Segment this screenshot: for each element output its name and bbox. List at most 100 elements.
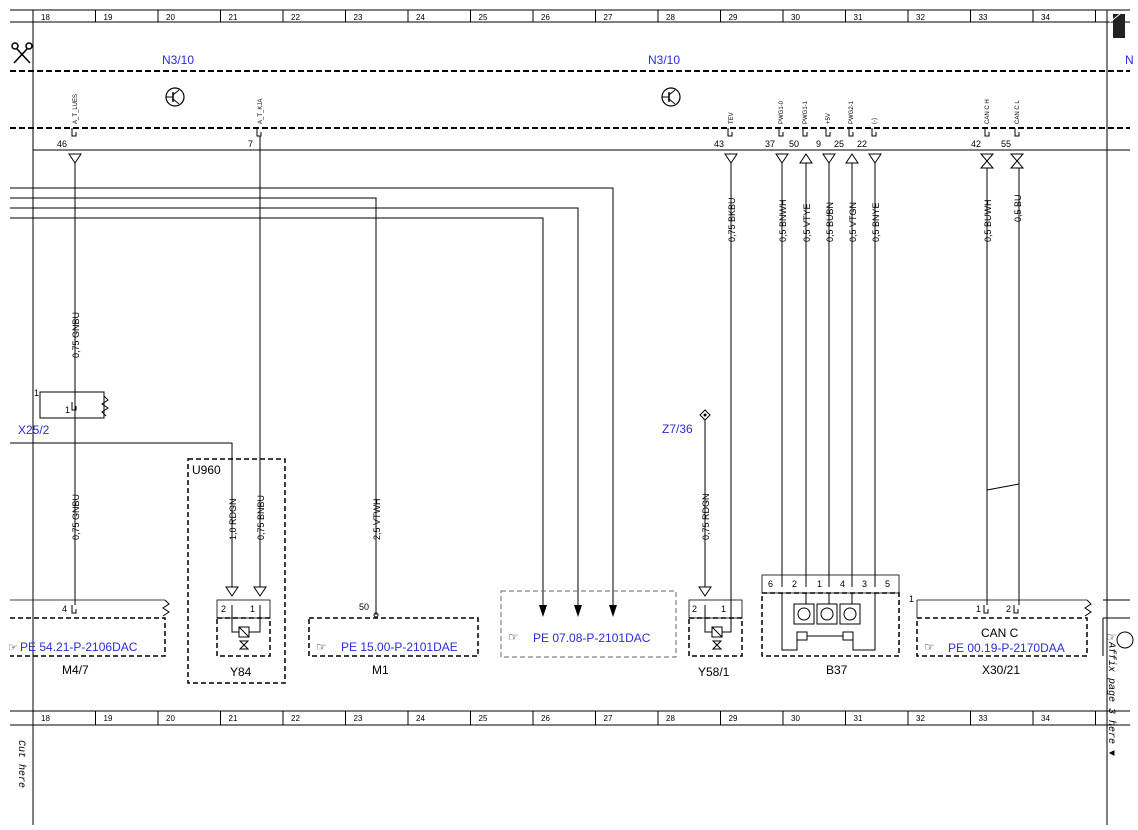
pin-number: 9 (816, 139, 821, 149)
u960-box (187, 458, 286, 684)
m4-7-label: M4/7 (62, 663, 89, 677)
wire-label: 1,0 RDGN (228, 498, 238, 540)
wire-label: 0,75 BKBU (727, 197, 737, 242)
m4-7-component: 4 ☞ PE 54.21-P-2106DAC M4/7 (8, 599, 170, 677)
x30-corner: 1 (909, 594, 914, 604)
wire-label: 2,5 VTWH (372, 498, 382, 540)
wire-label: 0,75 RDGN (701, 493, 711, 540)
x30-title: CAN C (981, 626, 1019, 640)
signal-labels: A_T_LUES A_T_KJA TEV PWG1-0 PWG1-1 +5V P… (73, 94, 1021, 124)
grid-column-label: 18 (41, 714, 50, 723)
grid-column-label: 30 (791, 714, 800, 723)
pin-number: 37 (765, 139, 775, 149)
x25-break-icon (101, 395, 109, 417)
signal-label: PWG2-1 (849, 100, 855, 124)
hand-pointer-icon: ☞ (1106, 630, 1117, 644)
y58-pin: 1 (721, 604, 726, 614)
u960-label: U960 (192, 463, 221, 477)
signal-label: PWG1-1 (803, 100, 809, 124)
wire-labels: 0,75 GNBU 0,75 GNBU 1,0 RDGN 0,75 BNBU 2… (71, 194, 1023, 540)
x25-pin: 1 (65, 405, 70, 415)
y84-label: Y84 (230, 665, 252, 679)
pin-terminals (71, 128, 1020, 137)
signal-label: (-) (872, 118, 878, 124)
y84-pin: 2 (221, 604, 226, 614)
break-icon (162, 599, 170, 617)
grid-column-label: 30 (791, 13, 800, 22)
signal-label: A_T_KJA (258, 99, 264, 124)
signal-label: CAN C L (1015, 100, 1021, 124)
m4-7-ref[interactable]: PE 54.21-P-2106DAC (20, 640, 138, 654)
grid-column-label: 32 (916, 13, 925, 22)
connector-n3-10-right: N3/10 (648, 53, 680, 67)
m1-label: M1 (372, 663, 389, 677)
wire-label: 0,75 GNBU (71, 312, 81, 358)
hand-pointer-icon: ☞ (316, 640, 327, 654)
pin-number: 42 (971, 139, 981, 149)
x25-label: X25/2 (18, 423, 50, 437)
pe0708-ref[interactable]: PE 07.08-P-2101DAC (533, 631, 651, 645)
y58-1-label: Y58/1 (698, 665, 730, 679)
signal-label: +5V (826, 113, 832, 124)
x30-21-label: X30/21 (982, 663, 1020, 677)
signal-arrows (68, 153, 1025, 169)
wire-label: 0,5 BUBN (825, 202, 835, 242)
grid-column-label: 24 (416, 714, 425, 723)
b37-component: 6 2 1 4 3 5 B37 (761, 574, 900, 677)
grid-column-label: 29 (729, 13, 738, 22)
wire-label: 0,5 VTYE (802, 203, 812, 242)
transistor-icon (661, 87, 681, 107)
m1-component: 50 ☞ PE 15.00-P-2101DAE M1 (308, 602, 479, 677)
wire-label: 0,75 GNBU (71, 494, 81, 540)
valve-icon (711, 640, 723, 650)
bus-arrowheads (539, 605, 617, 617)
wire-label: 0,5 BUWH (983, 199, 993, 242)
wire-label: 0,5 BU (1013, 194, 1023, 222)
page-mark-icon (1109, 13, 1125, 38)
hand-pointer-icon: ☞ (8, 642, 18, 654)
grid-column-label: 27 (604, 714, 613, 723)
wire-label: 0,5 BNYE (871, 202, 881, 242)
y84-component: 2 1 Y84 (216, 586, 271, 679)
transistor-icon (165, 87, 185, 107)
m1-ref[interactable]: PE 15.00-P-2101DAE (341, 640, 458, 654)
x25-pin: 1 (34, 388, 39, 398)
signal-label: A_T_LUES (73, 94, 79, 124)
signal-label: PWG1-0 (779, 100, 785, 124)
grid-column-label: 34 (1041, 714, 1050, 723)
grid-column-label: 24 (416, 13, 425, 22)
hand-pointer-icon: ☞ (508, 630, 519, 644)
x30-pin: 1 (976, 604, 981, 614)
grid-column-label: 20 (166, 714, 175, 723)
y84-pin: 1 (250, 604, 255, 614)
wire-label: 0,5 BNWH (778, 199, 788, 242)
connector-n-right-edge: N (1125, 53, 1134, 67)
grid-column-label: 23 (354, 714, 363, 723)
b37-pin: 6 (768, 579, 773, 589)
grid-column-label: 18 (41, 13, 50, 22)
grid-column-label: 33 (979, 714, 988, 723)
m4-7-pin: 4 (62, 604, 67, 614)
affix-page-text: Affix page 3 here ▼ (1105, 641, 1117, 756)
b37-pin: 2 (792, 579, 797, 589)
x30-ref[interactable]: PE 00.19-P-2170DAA (948, 641, 1065, 655)
grid-column-label: 33 (979, 13, 988, 22)
b37-pin: 5 (885, 579, 890, 589)
x30-pin: 2 (1006, 604, 1011, 614)
grid-column-label: 34 (1041, 13, 1050, 22)
grid-column-label: 19 (104, 714, 113, 723)
grid-column-label: 32 (916, 714, 925, 723)
grid-column-label: 25 (479, 714, 488, 723)
b37-pin: 3 (862, 579, 867, 589)
b37-pin: 1 (817, 579, 822, 589)
grid-column-label: 26 (541, 714, 550, 723)
b37-label: B37 (826, 663, 848, 677)
scissors-icon (11, 42, 33, 64)
hand-pointer-icon: ☞ (924, 640, 935, 654)
grid-column-label: 26 (541, 13, 550, 22)
break-icon (1084, 599, 1092, 617)
grid-column-label: 21 (229, 714, 238, 723)
grid-column-label: 20 (166, 13, 175, 22)
